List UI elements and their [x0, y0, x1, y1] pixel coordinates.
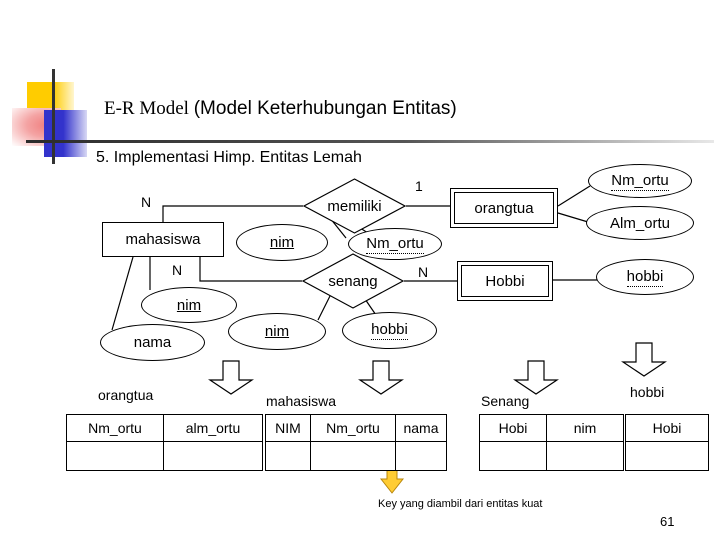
table-header-cell: alm_ortu: [163, 414, 263, 442]
table-cell: [546, 441, 624, 471]
table-caption-hobbi: hobbi: [630, 384, 665, 400]
relationship-label: memiliki: [327, 197, 382, 215]
attribute-hobbi-senang: hobbi: [342, 312, 437, 349]
attribute-nim-senang: nim: [228, 313, 326, 350]
table-cell: [625, 441, 709, 471]
table-caption-senang: Senang: [481, 393, 530, 409]
arrow-down-orangtua: [207, 360, 255, 396]
table-cell: [265, 441, 311, 471]
attribute-nm-ortu-memiliki: Nm_ortu: [348, 228, 442, 260]
page-subtitle: 5. Implementasi Himp. Entitas Lemah: [96, 149, 362, 166]
attribute-label: hobbi: [626, 267, 664, 287]
table-header-row: Nm_ortu alm_ortu: [66, 414, 263, 442]
decoration-horizontal-rule: [26, 140, 714, 143]
entity-mahasiswa: mahasiswa: [102, 222, 224, 257]
table-senang: Hobi nim: [479, 414, 624, 471]
table-header-cell: Hobi: [479, 414, 547, 442]
relationship-label: senang: [328, 272, 378, 290]
table-header-row: Hobi: [625, 414, 709, 442]
table-header-cell: nim: [546, 414, 624, 442]
attribute-nim-mahasiswa: nim: [236, 224, 328, 261]
footnote-key-note: Key yang diambil dari entitas kuat: [378, 498, 543, 510]
cardinality-n-hobbi: N: [418, 264, 429, 280]
attribute-label: hobbi: [371, 321, 408, 340]
arrow-down-mahasiswa: [357, 360, 405, 396]
entity-orangtua: orangtua: [450, 188, 558, 228]
table-header-cell: nama: [395, 414, 447, 442]
table-caption-mahasiswa: mahasiswa: [266, 393, 337, 409]
decoration-blue-square: [44, 110, 87, 157]
arrow-down-hobbi: [620, 342, 668, 378]
attribute-nim-left: nim: [141, 287, 237, 323]
table-header-cell: Nm_ortu: [66, 414, 164, 442]
table-header-row: NIM Nm_ortu nama: [265, 414, 447, 442]
entity-label: mahasiswa: [125, 231, 201, 248]
cardinality-1-orangtua: 1: [415, 178, 423, 194]
entity-label: Hobbi: [485, 272, 525, 290]
attribute-nama: nama: [100, 324, 205, 361]
table-row: [265, 441, 447, 471]
attribute-label: Nm_ortu: [366, 234, 424, 254]
cardinality-n-senang: N: [172, 262, 183, 278]
attribute-alm-ortu: Alm_ortu: [586, 206, 694, 240]
attribute-label: Alm_ortu: [609, 214, 671, 232]
table-mahasiswa: NIM Nm_ortu nama: [265, 414, 447, 471]
page-title: E-R Model (Model Keterhubungan Entitas): [104, 98, 457, 120]
page-title-serif: E-R Model: [104, 98, 194, 119]
table-header-row: Hobi nim: [479, 414, 624, 442]
attribute-label: nama: [133, 334, 172, 351]
table-header-cell: NIM: [265, 414, 311, 442]
relationship-senang: senang: [301, 253, 405, 309]
page-number: 61: [660, 514, 675, 529]
entity-hobbi: Hobbi: [457, 261, 553, 301]
attribute-hobbi-entity: hobbi: [596, 259, 694, 295]
page-title-sans: (Model Keterhubungan Entitas): [193, 98, 457, 119]
table-orangtua: Nm_ortu alm_ortu: [66, 414, 263, 471]
relationship-memiliki: memiliki: [302, 178, 407, 234]
attribute-label: Nm_ortu: [611, 171, 669, 191]
attribute-label: nim: [176, 296, 202, 314]
table-row: [625, 441, 709, 471]
table-cell: [310, 441, 396, 471]
decoration-vertical-rule: [52, 69, 55, 164]
table-header-cell: Hobi: [625, 414, 709, 442]
table-hobbi: Hobi: [625, 414, 709, 471]
table-caption-orangtua: orangtua: [98, 387, 154, 403]
table-row: [479, 441, 624, 471]
table-cell: [163, 441, 263, 471]
table-cell: [66, 441, 164, 471]
cardinality-n-memiliki: N: [141, 194, 152, 210]
attribute-nm-ortu-orangtua: Nm_ortu: [588, 164, 692, 198]
entity-label: orangtua: [474, 199, 534, 217]
table-cell: [395, 441, 447, 471]
table-header-cell: Nm_ortu: [310, 414, 396, 442]
attribute-label: nim: [264, 323, 290, 340]
attribute-label: nim: [269, 234, 295, 251]
arrow-down-senang: [512, 360, 560, 396]
table-cell: [479, 441, 547, 471]
table-row: [66, 441, 263, 471]
